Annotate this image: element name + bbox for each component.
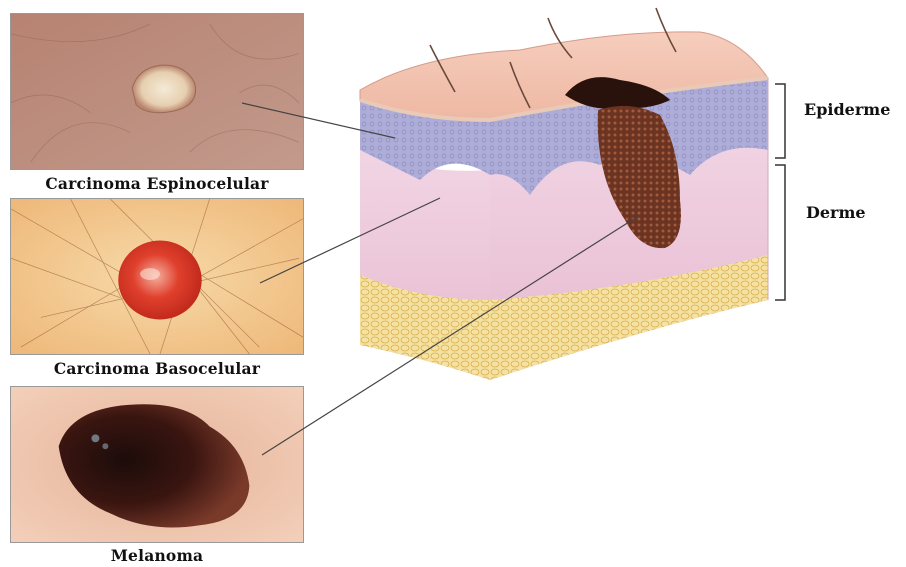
derme-label: Derme xyxy=(806,203,866,222)
epiderme-bracket xyxy=(775,84,785,158)
derme-bracket xyxy=(775,165,785,300)
epiderme-label: Epiderme xyxy=(804,100,890,119)
